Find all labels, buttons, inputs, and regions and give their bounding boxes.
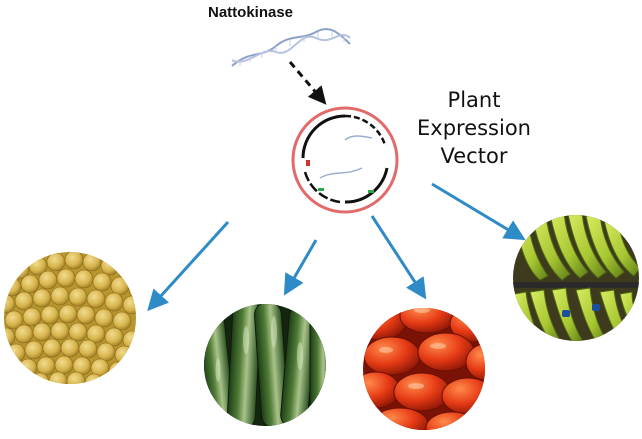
banana-image xyxy=(513,215,639,341)
insert-arrow xyxy=(288,61,327,105)
soybean-image xyxy=(4,252,136,384)
cucumber-image xyxy=(204,304,326,426)
vector-label-line-2: Expression xyxy=(417,116,531,140)
tomato-image xyxy=(363,308,485,430)
arrow-to-soybean xyxy=(147,220,230,312)
plasmid-vector-icon xyxy=(291,106,399,214)
gene-label: Nattokinase xyxy=(208,4,294,21)
dna-helix-icon xyxy=(231,28,351,67)
vector-label: Plant Expression Vector xyxy=(414,86,534,170)
vector-label-line-1: Plant xyxy=(447,88,501,112)
arrow-to-cucumber xyxy=(283,239,318,296)
arrow-to-banana xyxy=(431,182,526,241)
vector-label-line-3: Vector xyxy=(440,144,508,168)
distribution-arrows xyxy=(147,182,526,312)
arrow-to-tomato xyxy=(370,215,427,300)
